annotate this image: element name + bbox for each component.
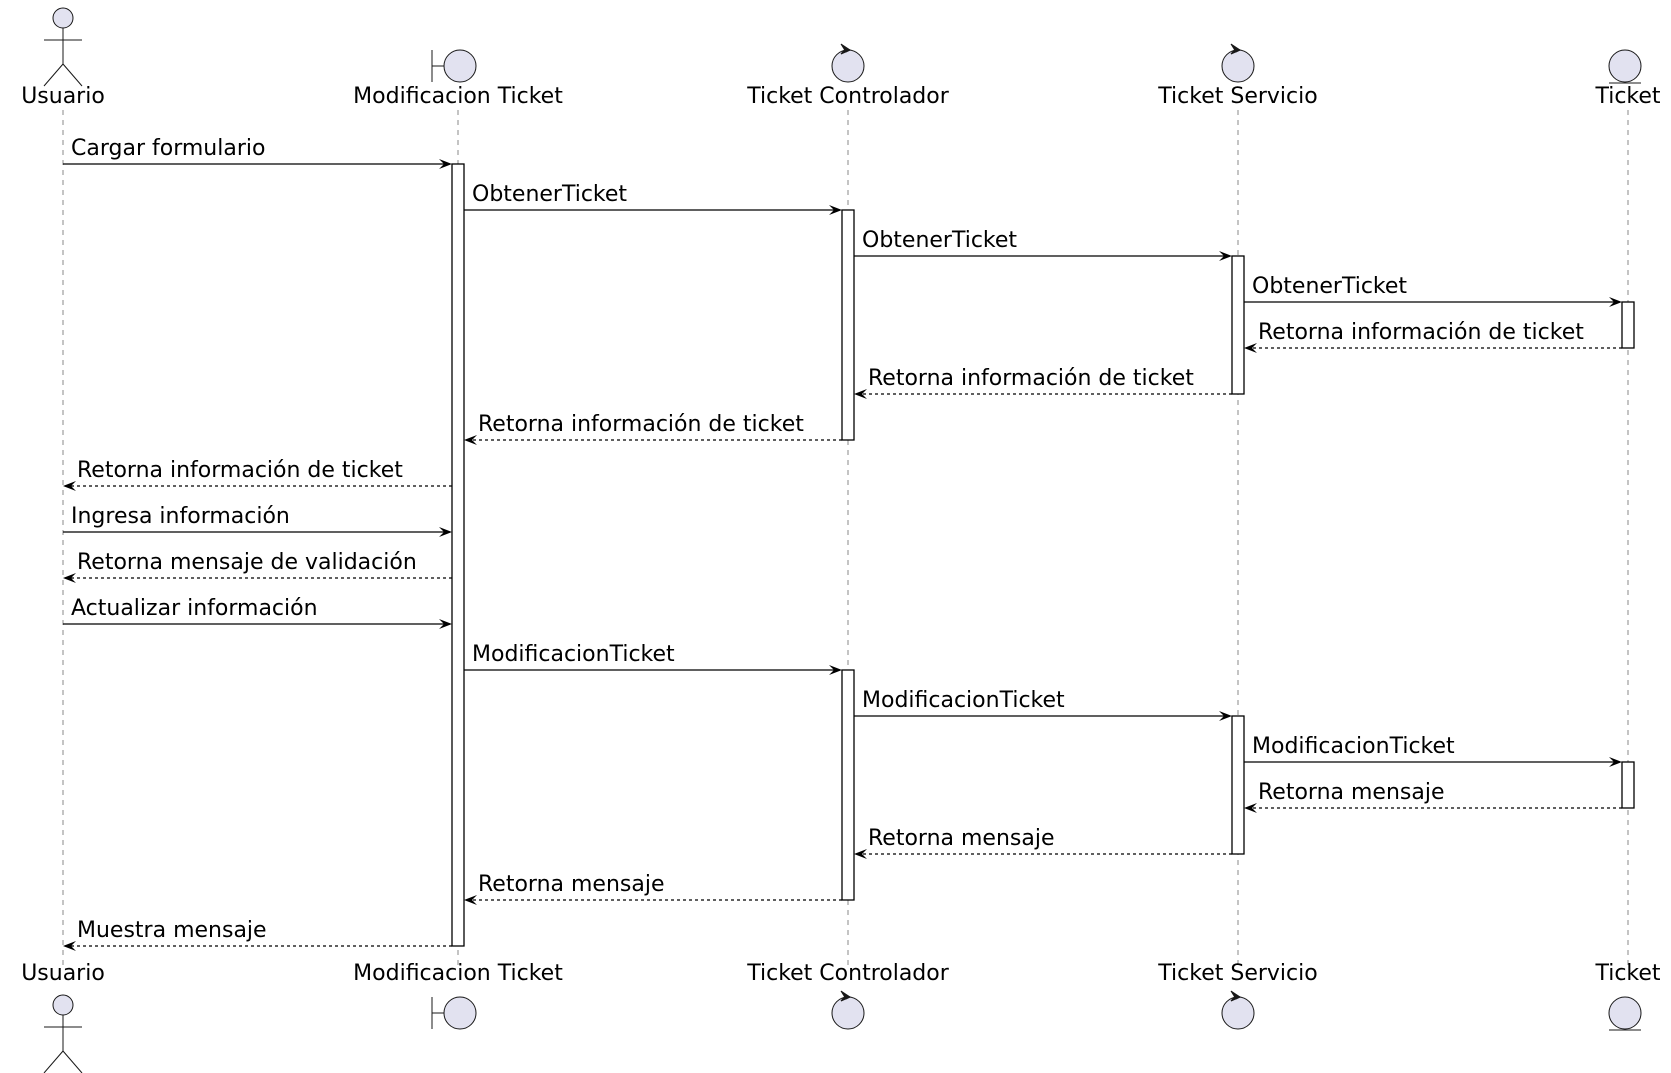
arrowhead bbox=[854, 389, 867, 399]
participant-bottom-ticket: Ticket bbox=[1594, 961, 1661, 1031]
arrowhead bbox=[1219, 251, 1232, 261]
participant-bottom-controlador: Ticket Controlador bbox=[746, 961, 950, 1030]
entity-icon bbox=[1608, 996, 1642, 1031]
message: Actualizar información bbox=[63, 596, 452, 629]
arrowhead bbox=[464, 435, 477, 445]
message: Retorna mensaje bbox=[464, 872, 842, 905]
message-label: Retorna información de ticket bbox=[868, 366, 1194, 391]
participant-bottom-usuario: Usuario bbox=[21, 961, 105, 1073]
message-label: Retorna mensaje de validación bbox=[77, 550, 417, 575]
participant-label: Ticket Servicio bbox=[1157, 84, 1317, 109]
activation-bar-ticket bbox=[1621, 301, 1635, 349]
message: Retorna información de ticket bbox=[854, 366, 1232, 399]
message-label: Retorna información de ticket bbox=[77, 458, 403, 483]
message: Retorna mensaje bbox=[854, 826, 1232, 859]
activation-bar-controlador bbox=[841, 669, 855, 901]
activation-bar-servicio bbox=[1231, 255, 1245, 395]
message-label: ObtenerTicket bbox=[472, 182, 627, 207]
control-icon bbox=[831, 43, 865, 83]
arrowhead bbox=[63, 573, 76, 583]
message: ObtenerTicket bbox=[464, 182, 842, 215]
arrowhead bbox=[439, 619, 452, 629]
message: Muestra mensaje bbox=[63, 918, 452, 951]
message-label: ModificacionTicket bbox=[472, 642, 675, 667]
participant-top-modificacion: Modificacion Ticket bbox=[353, 49, 563, 109]
message-label: Cargar formulario bbox=[71, 136, 265, 161]
message-label: ObtenerTicket bbox=[1252, 274, 1407, 299]
activation-bar-modificacion bbox=[451, 163, 465, 947]
arrowhead bbox=[829, 665, 842, 675]
activation-bars bbox=[451, 163, 1635, 947]
message: Retorna mensaje de validación bbox=[63, 550, 452, 583]
boundary-icon bbox=[431, 49, 477, 83]
message: ObtenerTicket bbox=[1244, 274, 1622, 307]
arrowhead bbox=[464, 895, 477, 905]
message-label: Retorna mensaje bbox=[868, 826, 1055, 851]
message: Retorna información de ticket bbox=[464, 412, 842, 445]
message: ObtenerTicket bbox=[854, 228, 1232, 261]
arrowhead bbox=[439, 159, 452, 169]
activation-bar-servicio bbox=[1231, 715, 1245, 855]
message: Cargar formulario bbox=[63, 136, 452, 169]
activation-bar-ticket bbox=[1621, 761, 1635, 809]
message-label: Retorna mensaje bbox=[478, 872, 665, 897]
message-label: Retorna mensaje bbox=[1258, 780, 1445, 805]
arrowhead bbox=[1219, 711, 1232, 721]
participant-top-controlador: Ticket Controlador bbox=[746, 43, 950, 109]
actor-icon bbox=[43, 7, 83, 87]
arrowhead bbox=[63, 481, 76, 491]
messages: Cargar formularioObtenerTicketObtenerTic… bbox=[63, 136, 1622, 951]
arrowhead bbox=[829, 205, 842, 215]
message: ModificacionTicket bbox=[1244, 734, 1622, 767]
participant-bottom-modificacion: Modificacion Ticket bbox=[353, 961, 563, 1030]
message: ModificacionTicket bbox=[464, 642, 842, 675]
control-icon bbox=[831, 990, 865, 1030]
message-label: Retorna información de ticket bbox=[478, 412, 804, 437]
message: Ingresa información bbox=[63, 504, 452, 537]
participant-label: Ticket Controlador bbox=[746, 961, 950, 986]
message: Retorna mensaje bbox=[1244, 780, 1622, 813]
message-label: Muestra mensaje bbox=[77, 918, 267, 943]
participant-top-ticket: Ticket bbox=[1594, 49, 1661, 109]
message-label: Ingresa información bbox=[71, 504, 290, 529]
message: Retorna información de ticket bbox=[63, 458, 452, 491]
participant-label: Modificacion Ticket bbox=[353, 84, 563, 109]
arrowhead bbox=[63, 941, 76, 951]
arrowhead bbox=[1244, 803, 1257, 813]
message: Retorna información de ticket bbox=[1244, 320, 1622, 353]
participant-bottom-servicio: Ticket Servicio bbox=[1157, 961, 1318, 1030]
actor-icon bbox=[43, 994, 83, 1073]
arrowhead bbox=[1609, 757, 1622, 767]
boundary-icon bbox=[431, 996, 477, 1030]
message-label: Retorna información de ticket bbox=[1258, 320, 1584, 345]
participant-label: Ticket bbox=[1594, 84, 1660, 109]
participant-label: Modificacion Ticket bbox=[353, 961, 563, 986]
control-icon bbox=[1221, 43, 1255, 83]
participant-label: Ticket bbox=[1594, 961, 1660, 986]
participant-label: Ticket Servicio bbox=[1157, 961, 1317, 986]
participant-label: Usuario bbox=[21, 961, 105, 986]
arrowhead bbox=[439, 527, 452, 537]
control-icon bbox=[1221, 990, 1255, 1030]
message-label: ObtenerTicket bbox=[862, 228, 1017, 253]
arrowhead bbox=[1244, 343, 1257, 353]
participant-top-servicio: Ticket Servicio bbox=[1157, 43, 1318, 109]
arrowhead bbox=[1609, 297, 1622, 307]
participant-top-usuario: Usuario bbox=[21, 7, 105, 109]
activation-bar-controlador bbox=[841, 209, 855, 441]
participant-label: Usuario bbox=[21, 84, 105, 109]
arrowhead bbox=[854, 849, 867, 859]
message-label: ModificacionTicket bbox=[862, 688, 1065, 713]
message-label: Actualizar información bbox=[71, 596, 318, 621]
participant-label: Ticket Controlador bbox=[746, 84, 950, 109]
entity-icon bbox=[1608, 49, 1642, 84]
message-label: ModificacionTicket bbox=[1252, 734, 1455, 759]
message: ModificacionTicket bbox=[854, 688, 1232, 721]
